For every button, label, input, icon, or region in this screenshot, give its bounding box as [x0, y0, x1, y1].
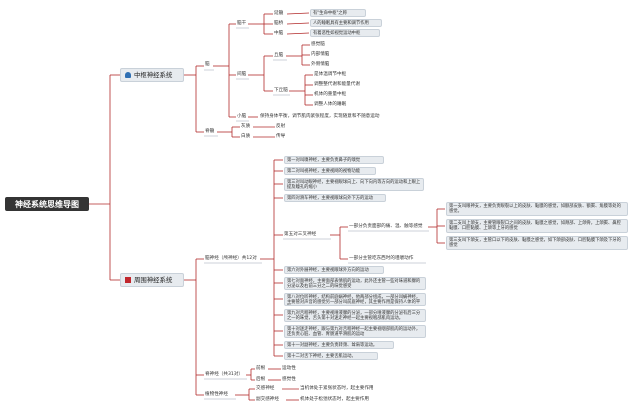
cranial-item[interactable]: 第二对叫视神经，主要视网的视物功能 [284, 167, 376, 175]
spinal-nerve-item[interactable]: 后根 [256, 377, 266, 382]
people-icon [125, 72, 131, 78]
trigeminal-motor[interactable]: 一部分主管吃东西时的咀嚼动作 [349, 256, 414, 261]
hypothalamus-item[interactable]: 调整人体的睡眠 [314, 102, 347, 107]
thalamus-item[interactable]: 外侧情脑 [311, 62, 330, 67]
trigeminal-branch[interactable]: 第三支叫下颌支，主管口以下的皮肤、黏膜之感觉，如下颌部皮肤、口腔黏膜下颌及下牙的… [446, 236, 628, 250]
spinal-nerve-desc[interactable]: 运动性 [282, 366, 296, 371]
cranial-item[interactable]: 第四对滑车神经，主要视眼球向外下方的运动 [284, 194, 386, 202]
hypothalamus-item[interactable]: 调整整代谢和能量代谢 [314, 82, 360, 87]
brainstem-item[interactable]: 延髓 [274, 11, 284, 16]
autonomic-item[interactable]: 交感神经 [256, 386, 275, 391]
brainstem-desc[interactable]: 人的睡眠具有主要和调节作用 [310, 19, 382, 27]
peripheral-title: 周围神经系统 [134, 276, 173, 284]
spinal-item[interactable]: 灰质 [241, 124, 251, 129]
trigeminal-label[interactable]: 第五对三叉神经 [284, 232, 317, 237]
diencephalon-label[interactable]: 间脑 [237, 72, 247, 77]
cranial-item[interactable]: 第八对位听神经，结构前庭蜗神经，他两部分组成，一部分叫蜗神经，主要管对声音的感觉… [284, 293, 426, 306]
brain-label[interactable]: 脑 [205, 62, 210, 67]
square-icon [125, 277, 131, 283]
cranial-item[interactable]: 第三对叫动眼神经，主要视眼球向上、向下向内等方向的运动和上眼上提及瞳孔的缩小 [284, 178, 424, 191]
spinal-nerve-label[interactable]: 脊神经（共31对） [205, 372, 244, 377]
cranial-item[interactable]: 第六对外展神经，主要视眼球外方向的运动 [284, 266, 384, 274]
brainstem-desc[interactable]: 有着恶性如视觉运动中枢 [310, 29, 380, 37]
brainstem-item[interactable]: 中脑 [274, 31, 284, 36]
brainstem-label[interactable]: 脑干 [237, 21, 247, 26]
autonomic-desc[interactable]: 当机体处于紧张状态时，起主要作用 [300, 386, 374, 391]
connector-line [286, 32, 310, 35]
cranial-label[interactable]: 脑神经（颅神经）共12对 [205, 256, 257, 261]
cranial-item[interactable]: 第九对舌咽神经，主要视唾液腺的分泌，一部分唾液腺的分泌有后三分之一的味觉，舌头第… [284, 309, 426, 322]
thalamus-label[interactable]: 丘脑 [274, 53, 284, 58]
thalamus-item[interactable]: 感觉脑 [311, 42, 325, 47]
spinal-desc[interactable]: 反射 [276, 124, 286, 129]
brainstem-item[interactable]: 脑桥 [274, 21, 284, 26]
cranial-item[interactable]: 第七对面神经，主要面部表情肌的运动，此外还主管一些对味道和腺的分泌以及右前三分之… [284, 277, 426, 290]
root-node[interactable]: 神经系统思维导图 [5, 197, 89, 211]
trigeminal-branch[interactable]: 第一支叫眼神支，主要负责眼裂以上的皮肤、黏膜的感觉，如额部皮肤、额窦、角膜等处的… [446, 202, 628, 216]
hypothalamus-item[interactable]: 机体的重量中枢 [314, 92, 347, 97]
connector-line [286, 12, 310, 15]
central-title: 中枢神经系统 [134, 71, 173, 79]
spinal-cord-label[interactable]: 脊髓 [205, 129, 215, 134]
spinal-nerve-desc[interactable]: 感觉性 [282, 377, 296, 382]
central-node[interactable]: 中枢神经系统 [120, 68, 184, 82]
spinal-nerve-item[interactable]: 前根 [256, 366, 266, 371]
trigeminal-sense[interactable]: 一部分负责面部的痛、温、触等感觉 [349, 224, 423, 229]
hypothalamus-label[interactable]: 下丘脑 [274, 88, 288, 93]
brainstem-desc[interactable]: 有"生命中枢"之称 [310, 9, 366, 17]
cranial-item[interactable]: 第一对叫嗅神经，主要负责鼻子的嗅觉 [284, 156, 384, 164]
cranial-item[interactable]: 第十一对副神经，主要负责转颈、耸肩等运动。 [284, 341, 394, 349]
cerebellum-label[interactable]: 小脑 [237, 114, 247, 119]
spinal-item[interactable]: 白质 [241, 134, 251, 139]
cranial-item[interactable]: 第十二对舌下神经，主要舌肌运动。 [284, 352, 378, 360]
cerebellum-desc[interactable]: 保持身体平衡，调节肌肉紧张程度，实现随意和不随意运动 [260, 114, 380, 119]
autonomic-item[interactable]: 副交感神经 [256, 397, 279, 402]
hypothalamus-item[interactable]: 是体温调节中枢 [314, 72, 347, 77]
autonomic-desc[interactable]: 机体处于松弛状态时，起主要作用 [300, 397, 369, 402]
cranial-item[interactable]: 第十对迷走神经，跟与第九对舌咽神经一起主要视咽部肌肉的运动外，还负责心脏、血管、… [284, 325, 426, 338]
autonomic-label[interactable]: 植物性神经 [205, 392, 228, 397]
thalamus-item[interactable]: 内部情脑 [311, 52, 330, 57]
peripheral-node[interactable]: 周围神经系统 [120, 273, 184, 287]
trigeminal-branch[interactable]: 第二支叫上颌支，主要管眼裂口之间的皮肤、黏膜之感觉，如颊部、上颌骨，上颌窦、鼻腔… [446, 219, 628, 233]
spinal-desc[interactable]: 传导 [276, 134, 286, 139]
connector-line [286, 22, 310, 25]
